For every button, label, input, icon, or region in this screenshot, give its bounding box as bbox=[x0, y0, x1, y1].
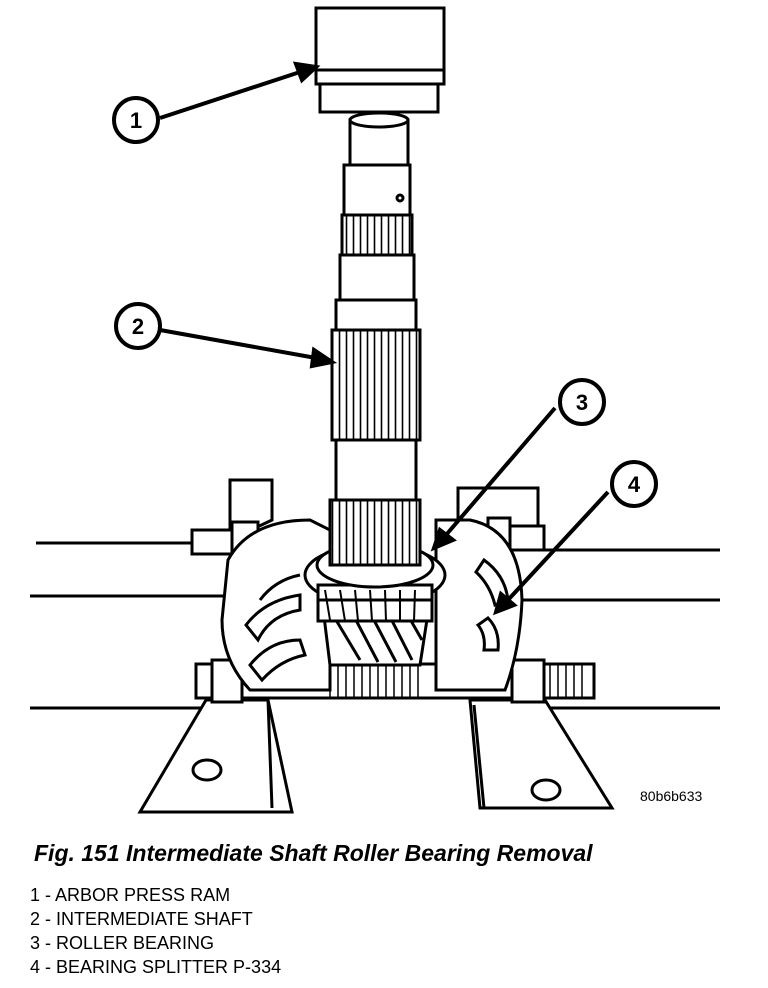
legend-item: 4 - BEARING SPLITTER P-334 bbox=[30, 955, 281, 979]
legend-separator: - bbox=[40, 909, 57, 929]
callout-4-number: 4 bbox=[628, 472, 641, 497]
legend-label: ROLLER BEARING bbox=[56, 933, 215, 953]
callout-leaders bbox=[159, 61, 610, 616]
arbor-press-ram bbox=[314, 6, 446, 114]
legend-label: BEARING SPLITTER P-334 bbox=[56, 957, 282, 977]
bolt-hole bbox=[530, 778, 562, 802]
callout-3: 3 bbox=[558, 378, 606, 426]
press-table bbox=[137, 478, 615, 814]
legend-separator: - bbox=[40, 933, 57, 953]
legend-item: 3 - ROLLER BEARING bbox=[30, 931, 281, 955]
figure-code: 80b6b633 bbox=[640, 788, 703, 804]
legend-separator: - bbox=[40, 957, 57, 977]
callout-1-number: 1 bbox=[130, 108, 142, 133]
press-bed bbox=[30, 541, 720, 710]
legend-separator: - bbox=[40, 885, 56, 905]
bearing-removal-illustration: 1 2 3 4 bbox=[30, 6, 720, 814]
legend-number: 2 bbox=[30, 909, 41, 929]
legend-number: 4 bbox=[30, 957, 41, 977]
legend-label: INTERMEDIATE SHAFT bbox=[56, 909, 253, 929]
legend-item: 1 - ARBOR PRESS RAM bbox=[30, 883, 281, 907]
intermediate-shaft bbox=[328, 111, 422, 567]
callout-2: 2 bbox=[114, 302, 162, 350]
callout-4: 4 bbox=[610, 460, 658, 508]
callout-1: 1 bbox=[112, 96, 160, 144]
bolt-hole bbox=[191, 758, 223, 782]
legend-item: 2 - INTERMEDIATE SHAFT bbox=[30, 907, 281, 931]
callout-2-number: 2 bbox=[132, 314, 144, 339]
legend-label: ARBOR PRESS RAM bbox=[55, 885, 231, 905]
callout-3-number: 3 bbox=[576, 390, 588, 415]
legend-number: 3 bbox=[30, 933, 41, 953]
legend-number: 1 bbox=[30, 885, 41, 905]
callout-legend: 1 - ARBOR PRESS RAM 2 - INTERMEDIATE SHA… bbox=[30, 883, 281, 979]
bearing-splitter bbox=[220, 518, 524, 692]
figure-caption: Fig. 151 Intermediate Shaft Roller Beari… bbox=[34, 840, 593, 866]
